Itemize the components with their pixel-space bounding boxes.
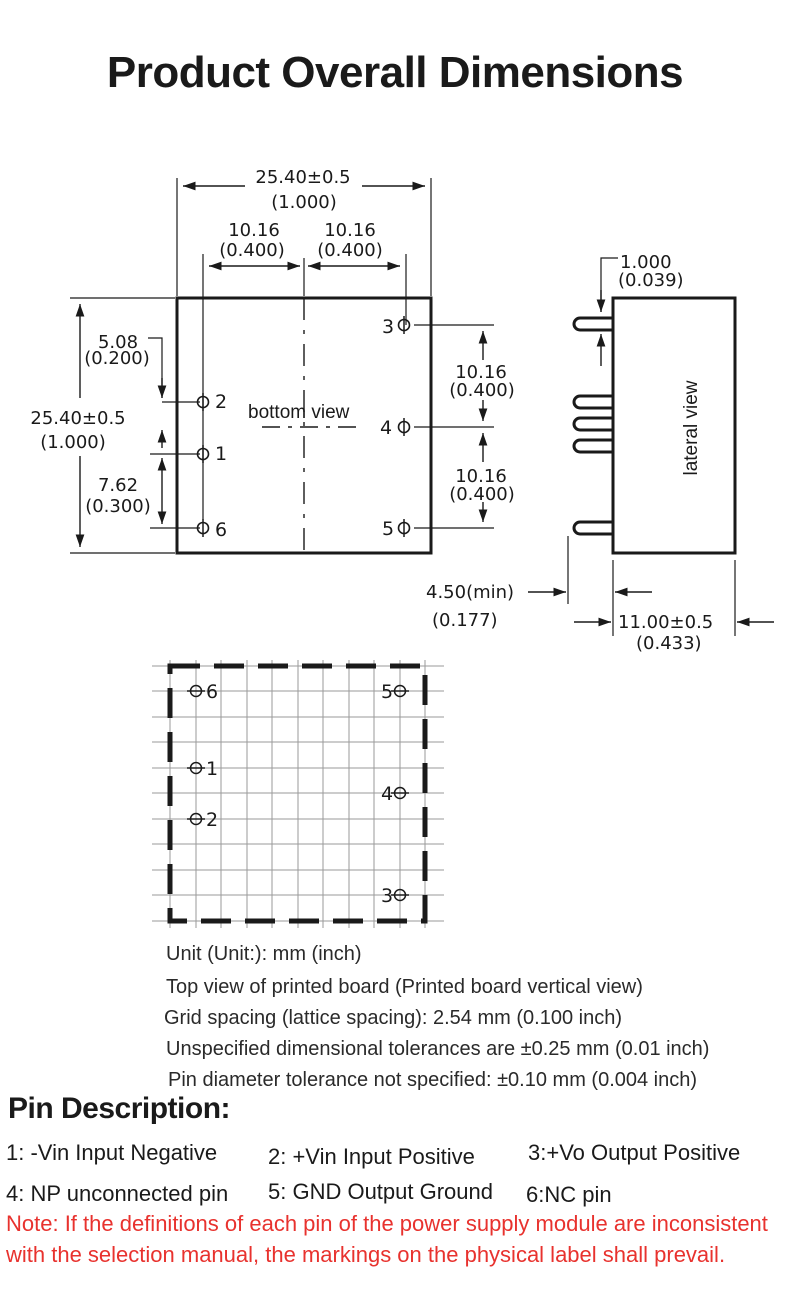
pin-3-marker [397,315,411,335]
pin-4-marker [397,417,411,437]
pin-6-label: 6 [215,519,227,541]
thickness-inch: (0.433) [636,633,702,654]
lateral-pin [572,316,613,332]
pin-5-marker [397,518,411,538]
pin-1-label: 1 [215,443,227,465]
lateral-pin [572,438,613,454]
lateral-view-label: lateral view [681,380,702,475]
pin-desc-5: 5: GND Output Ground [268,1179,493,1204]
pin-5-label: 5 [382,518,394,540]
half-left-inch: (0.400) [219,240,285,261]
lateral-pin [572,416,613,432]
half-right-dim: 10.16 [324,220,376,241]
pin-length-inch: (0.177) [432,610,498,631]
lateral-body [611,296,737,555]
pcb-pin-4-label: 4 [381,783,393,805]
note-grid-spacing: Grid spacing (lattice spacing): 2.54 mm … [164,1007,622,1029]
protrusion-inch: (0.039) [618,270,684,291]
width-dim-inch: (1.000) [271,192,337,213]
pcb-pin-6-label: 6 [206,681,218,703]
pcb-pins [187,684,409,902]
pin-desc-1: 1: -Vin Input Negative [6,1140,218,1165]
pin-description-heading: Pin Description: [8,1092,231,1125]
pin-desc-6: 6:NC pin [526,1182,612,1207]
protrusion-dim: 1.000 [620,252,672,273]
pcb-pin-5 [391,684,409,698]
pin4-pin5-dim: 10.16 [455,466,507,487]
pin-note: Note: If the definitions of each pin of … [6,1211,768,1267]
lateral-pin [572,520,613,536]
thickness-dim: 11.00±0.5 [618,612,713,633]
pin-offset-dim: 5.08 [98,332,138,353]
pcb-pin-5-label: 5 [381,681,393,703]
pcb-pin-2-label: 2 [206,809,218,831]
pcb-pin-3 [391,888,409,902]
width-dim-label: 25.40±0.5 [255,167,350,188]
pcb-footprint-outline [167,663,428,924]
pin-3-label: 3 [382,316,394,338]
lateral-view [528,257,774,636]
pcb-pin-1-label: 1 [206,758,218,780]
pin1-pin6-dim: 7.62 [98,475,138,496]
pcb-grid [152,660,444,928]
lateral-pin [572,394,613,410]
pin-desc-2: 2: +Vin Input Positive [268,1144,475,1169]
pcb-pin-6 [187,684,205,698]
pin3-pin4-inch: (0.400) [449,380,515,401]
pin-length-dim: 4.50(min) [426,582,514,603]
pcb-pin-3-label: 3 [381,885,393,907]
pin4-pin5-inch: (0.400) [449,484,515,505]
bottom-view-label: bottom view [248,402,350,423]
half-right-inch: (0.400) [317,240,383,261]
note-tolerance: Unspecified dimensional tolerances are ±… [166,1038,710,1060]
note-top-view: Top view of printed board (Printed board… [166,976,643,998]
note-pin-diameter: Pin diameter tolerance not specified: ±0… [168,1069,698,1091]
pcb-pin-4 [391,786,409,800]
pin-offset-inch: (0.200) [84,348,150,369]
pin-desc-3: 3:+Vo Output Positive [528,1140,741,1165]
pin1-pin6-inch: (0.300) [85,496,151,517]
page-title: Product Overall Dimensions [106,48,684,97]
bottom-view [70,178,494,555]
pcb-pin-2 [187,812,205,826]
note-unit: Unit (Unit:): mm (inch) [166,943,362,965]
pin3-pin4-dim: 10.16 [455,362,507,383]
half-left-dim: 10.16 [228,220,280,241]
height-dim-label: 25.40±0.5 [30,408,125,429]
pcb-pin-1 [187,761,205,775]
pin-2-label: 2 [215,391,227,413]
pin-desc-4: 4: NP unconnected pin [6,1181,229,1206]
pin-4-label: 4 [380,417,392,439]
height-dim-inch: (1.000) [40,432,106,453]
